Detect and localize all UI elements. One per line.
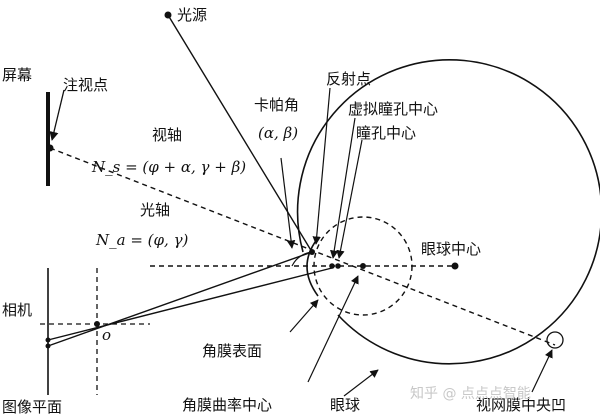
eyeball-arrow xyxy=(343,369,379,397)
camera-ray-reflection xyxy=(47,251,313,347)
eyeball-circle xyxy=(296,59,600,365)
corneal-surface-label: 角膜表面 xyxy=(202,342,262,360)
curvature-center-arrow xyxy=(307,275,359,383)
kappa-formula: (α, β) xyxy=(258,124,298,142)
pupil-center-label: 瞳孔中心 xyxy=(356,124,416,142)
eyeball-center-label: 眼球中心 xyxy=(421,240,481,258)
camera-origin-dot xyxy=(94,321,100,327)
cornea-circle xyxy=(313,216,413,316)
image-point-2 xyxy=(45,343,51,349)
fovea-arrow xyxy=(531,349,553,393)
eyeball-label: 眼球 xyxy=(330,396,360,414)
light-source-label: 光源 xyxy=(177,6,207,24)
virtual-pupil-center-dot xyxy=(329,263,335,269)
camera-origin-label: o xyxy=(102,326,111,344)
reflection-arrow xyxy=(312,87,331,245)
camera-label: 相机 xyxy=(2,301,32,319)
visual-axis-line xyxy=(49,147,556,346)
gaze-point-arrow xyxy=(49,89,65,141)
pupil-center-dot xyxy=(335,263,341,269)
visual-axis-label: 视轴 xyxy=(152,126,182,144)
optical-axis-formula: N_a = (φ, γ) xyxy=(95,231,189,249)
fovea-label: 视网膜中央凹 xyxy=(476,396,566,414)
watermark: 知乎 @ 点点点智能 xyxy=(410,385,531,402)
image-point-1 xyxy=(45,337,51,343)
pupil-center-arrow xyxy=(336,139,363,259)
fovea-circle xyxy=(546,331,564,349)
corneal-surface-arrow xyxy=(289,299,319,333)
corneal-curvature-center-dot xyxy=(360,263,366,269)
image-plane-label: 图像平面 xyxy=(2,398,62,416)
reflection-point-label: 反射点 xyxy=(326,70,371,88)
kappa-angle-label: 卡帕角 xyxy=(254,96,299,114)
eyeball-center-dot xyxy=(451,262,459,270)
virtual-pupil-arrow xyxy=(330,117,356,259)
visual-axis-formula: N_s = (φ + α, γ + β) xyxy=(91,158,246,176)
kappa-arrow xyxy=(280,157,296,249)
reflection-point-dot xyxy=(309,249,315,255)
optical-axis-label: 光轴 xyxy=(140,201,170,219)
camera-ray-pupil xyxy=(47,267,333,341)
virtual-pupil-center-label: 虚拟瞳孔中心 xyxy=(348,100,438,118)
screen-label: 屏幕 xyxy=(2,66,32,84)
gaze-point-label: 注视点 xyxy=(63,76,108,94)
corneal-curvature-center-label: 角膜曲率中心 xyxy=(182,396,272,414)
